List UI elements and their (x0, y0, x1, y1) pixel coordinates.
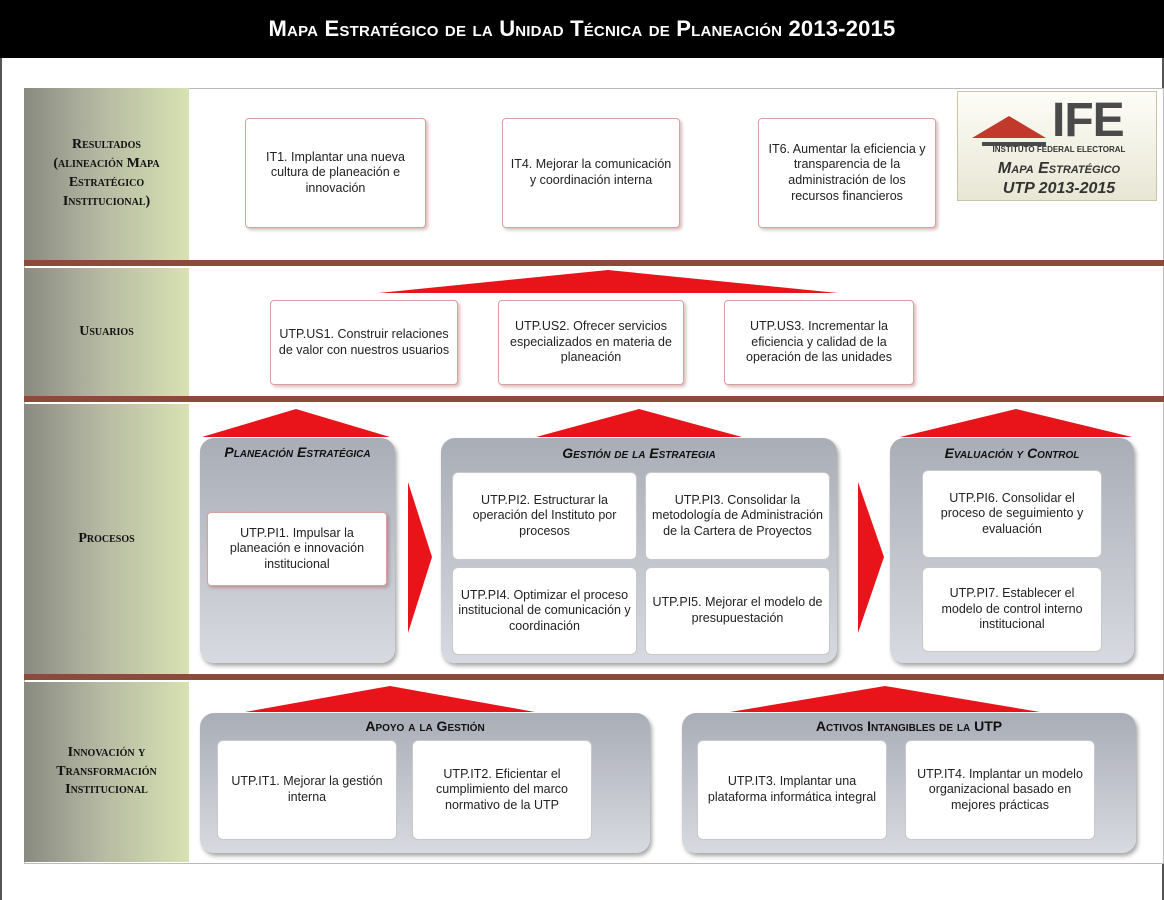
objective-text: UTP.PI1. Impulsar la planeación e innova… (229, 525, 365, 571)
group-activos-title: Activos Intangibles de la UTP (815, 718, 1003, 734)
separator (24, 674, 1164, 680)
title-bar (0, 0, 1164, 58)
objective-card-pi3: UTP.PI3. Consolidar la metodología de Ad… (645, 472, 830, 560)
band-innovacion-label: Innovación y Transformación Instituciona… (56, 744, 157, 798)
objective-card-pi5: UTP.PI5. Mejorar el modelo de presupuest… (645, 567, 830, 655)
objective-text: UTP.PI7. Establecer el modelo de control… (941, 586, 1083, 632)
arrow-planeacion (202, 409, 390, 437)
objective-card-it3-utp: UTP.IT3. Implantar una plataforma inform… (697, 740, 887, 840)
arrow-right-2 (858, 482, 884, 633)
objective-text: UTP.IT3. Implantar una plataforma inform… (707, 774, 877, 804)
objective-card-us2: UTP.US2. Ofrecer servicios especializado… (498, 300, 684, 385)
objective-card-pi1: UTP.PI1. Impulsar la planeación e innova… (207, 512, 387, 586)
separator (24, 260, 1164, 266)
objective-text: UTP.IT1. Mejorar la gestión interna (231, 774, 383, 804)
arrow-usuarios (378, 270, 838, 293)
objective-card-it4-utp: UTP.IT4. Implantar un modelo organizacio… (905, 740, 1095, 840)
objective-text: UTP.US2. Ofrecer servicios especializado… (510, 319, 672, 365)
arrow-right-1 (408, 482, 432, 633)
objective-card-us3: UTP.US3. Incrementar la eficiencia y cal… (724, 300, 914, 385)
logo-institution: INSTITUTO FEDERAL ELECTORAL (992, 145, 1126, 154)
band-resultados: Resultados (alineación Mapa Estratégico … (24, 88, 189, 260)
objective-text: UTP.PI4. Optimizar el proceso institucio… (458, 587, 631, 633)
objective-card-us1: UTP.US1. Construir relaciones de valor c… (270, 300, 458, 385)
band-resultados-label: Resultados (alineación Mapa Estratégico … (53, 137, 160, 209)
logo-mark-icon (972, 116, 1046, 138)
logo-ife-text: IFE (1052, 94, 1125, 147)
objective-text: UTP.US1. Construir relaciones de valor c… (278, 326, 450, 357)
objective-card-it6: IT6. Aumentar la eficiencia y transparen… (758, 118, 936, 228)
band-procesos: Procesos (24, 404, 189, 674)
objective-card-pi4: UTP.PI4. Optimizar el proceso institucio… (452, 567, 637, 655)
objective-text: IT6. Aumentar la eficiencia y transparen… (768, 141, 926, 203)
objective-text: IT4. Mejorar la comunicación y coordinac… (510, 157, 672, 187)
arrow-activos (730, 686, 1040, 712)
page-title: Mapa Estratégico de la Unidad Técnica de… (268, 16, 896, 41)
objective-text: UTP.IT4. Implantar un modelo organizacio… (917, 766, 1083, 812)
objective-text: UTP.PI5. Mejorar el modelo de presupuest… (652, 595, 823, 625)
objective-text: UTP.PI3. Consolidar la metodología de Ad… (652, 492, 823, 538)
objective-card-it2-utp: UTP.IT2. Eficientar el cumplimiento del … (412, 740, 592, 840)
separator (24, 396, 1164, 402)
objective-card-it1-utp: UTP.IT1. Mejorar la gestión interna (217, 740, 397, 840)
objective-text: UTP.US3. Incrementar la eficiencia y cal… (746, 319, 892, 365)
objective-card-pi6: UTP.PI6. Consolidar el proceso de seguim… (922, 470, 1102, 558)
frame-left (0, 58, 2, 900)
group-apoyo-title: Apoyo a la Gestión (365, 718, 485, 734)
objective-text: UTP.PI6. Consolidar el proceso de seguim… (940, 490, 1084, 536)
objective-card-pi7: UTP.PI7. Establecer el modelo de control… (922, 567, 1102, 652)
group-gestion-title: Gestión de la Estrategia (562, 445, 716, 461)
logo-caption-1: Mapa Estratégico (997, 160, 1121, 177)
group-planeacion-title: Planeación Estratégica (224, 444, 371, 460)
objective-card-it4: IT4. Mejorar la comunicación y coordinac… (502, 118, 680, 228)
arrow-gestion (536, 409, 742, 437)
logo-caption-2: UTP 2013-2015 (1002, 180, 1116, 197)
objective-text: UTP.IT2. Eficientar el cumplimiento del … (436, 766, 568, 812)
objective-card-pi2: UTP.PI2. Estructurar la operación del In… (452, 472, 637, 560)
objective-text: IT1. Implantar una nueva cultura de plan… (266, 149, 405, 195)
arrow-apoyo (245, 686, 535, 712)
objective-text: UTP.PI2. Estructurar la operación del In… (472, 492, 617, 538)
band-procesos-label: Procesos (78, 530, 135, 546)
arrow-evaluacion (900, 409, 1132, 437)
group-evaluacion-title: Evaluación y Control (944, 445, 1080, 461)
band-usuarios: Usuarios (24, 268, 189, 396)
band-usuarios-label: Usuarios (79, 323, 134, 339)
band-innovacion: Innovación y Transformación Instituciona… (24, 682, 189, 862)
objective-card-it1: IT1. Implantar una nueva cultura de plan… (245, 118, 426, 228)
